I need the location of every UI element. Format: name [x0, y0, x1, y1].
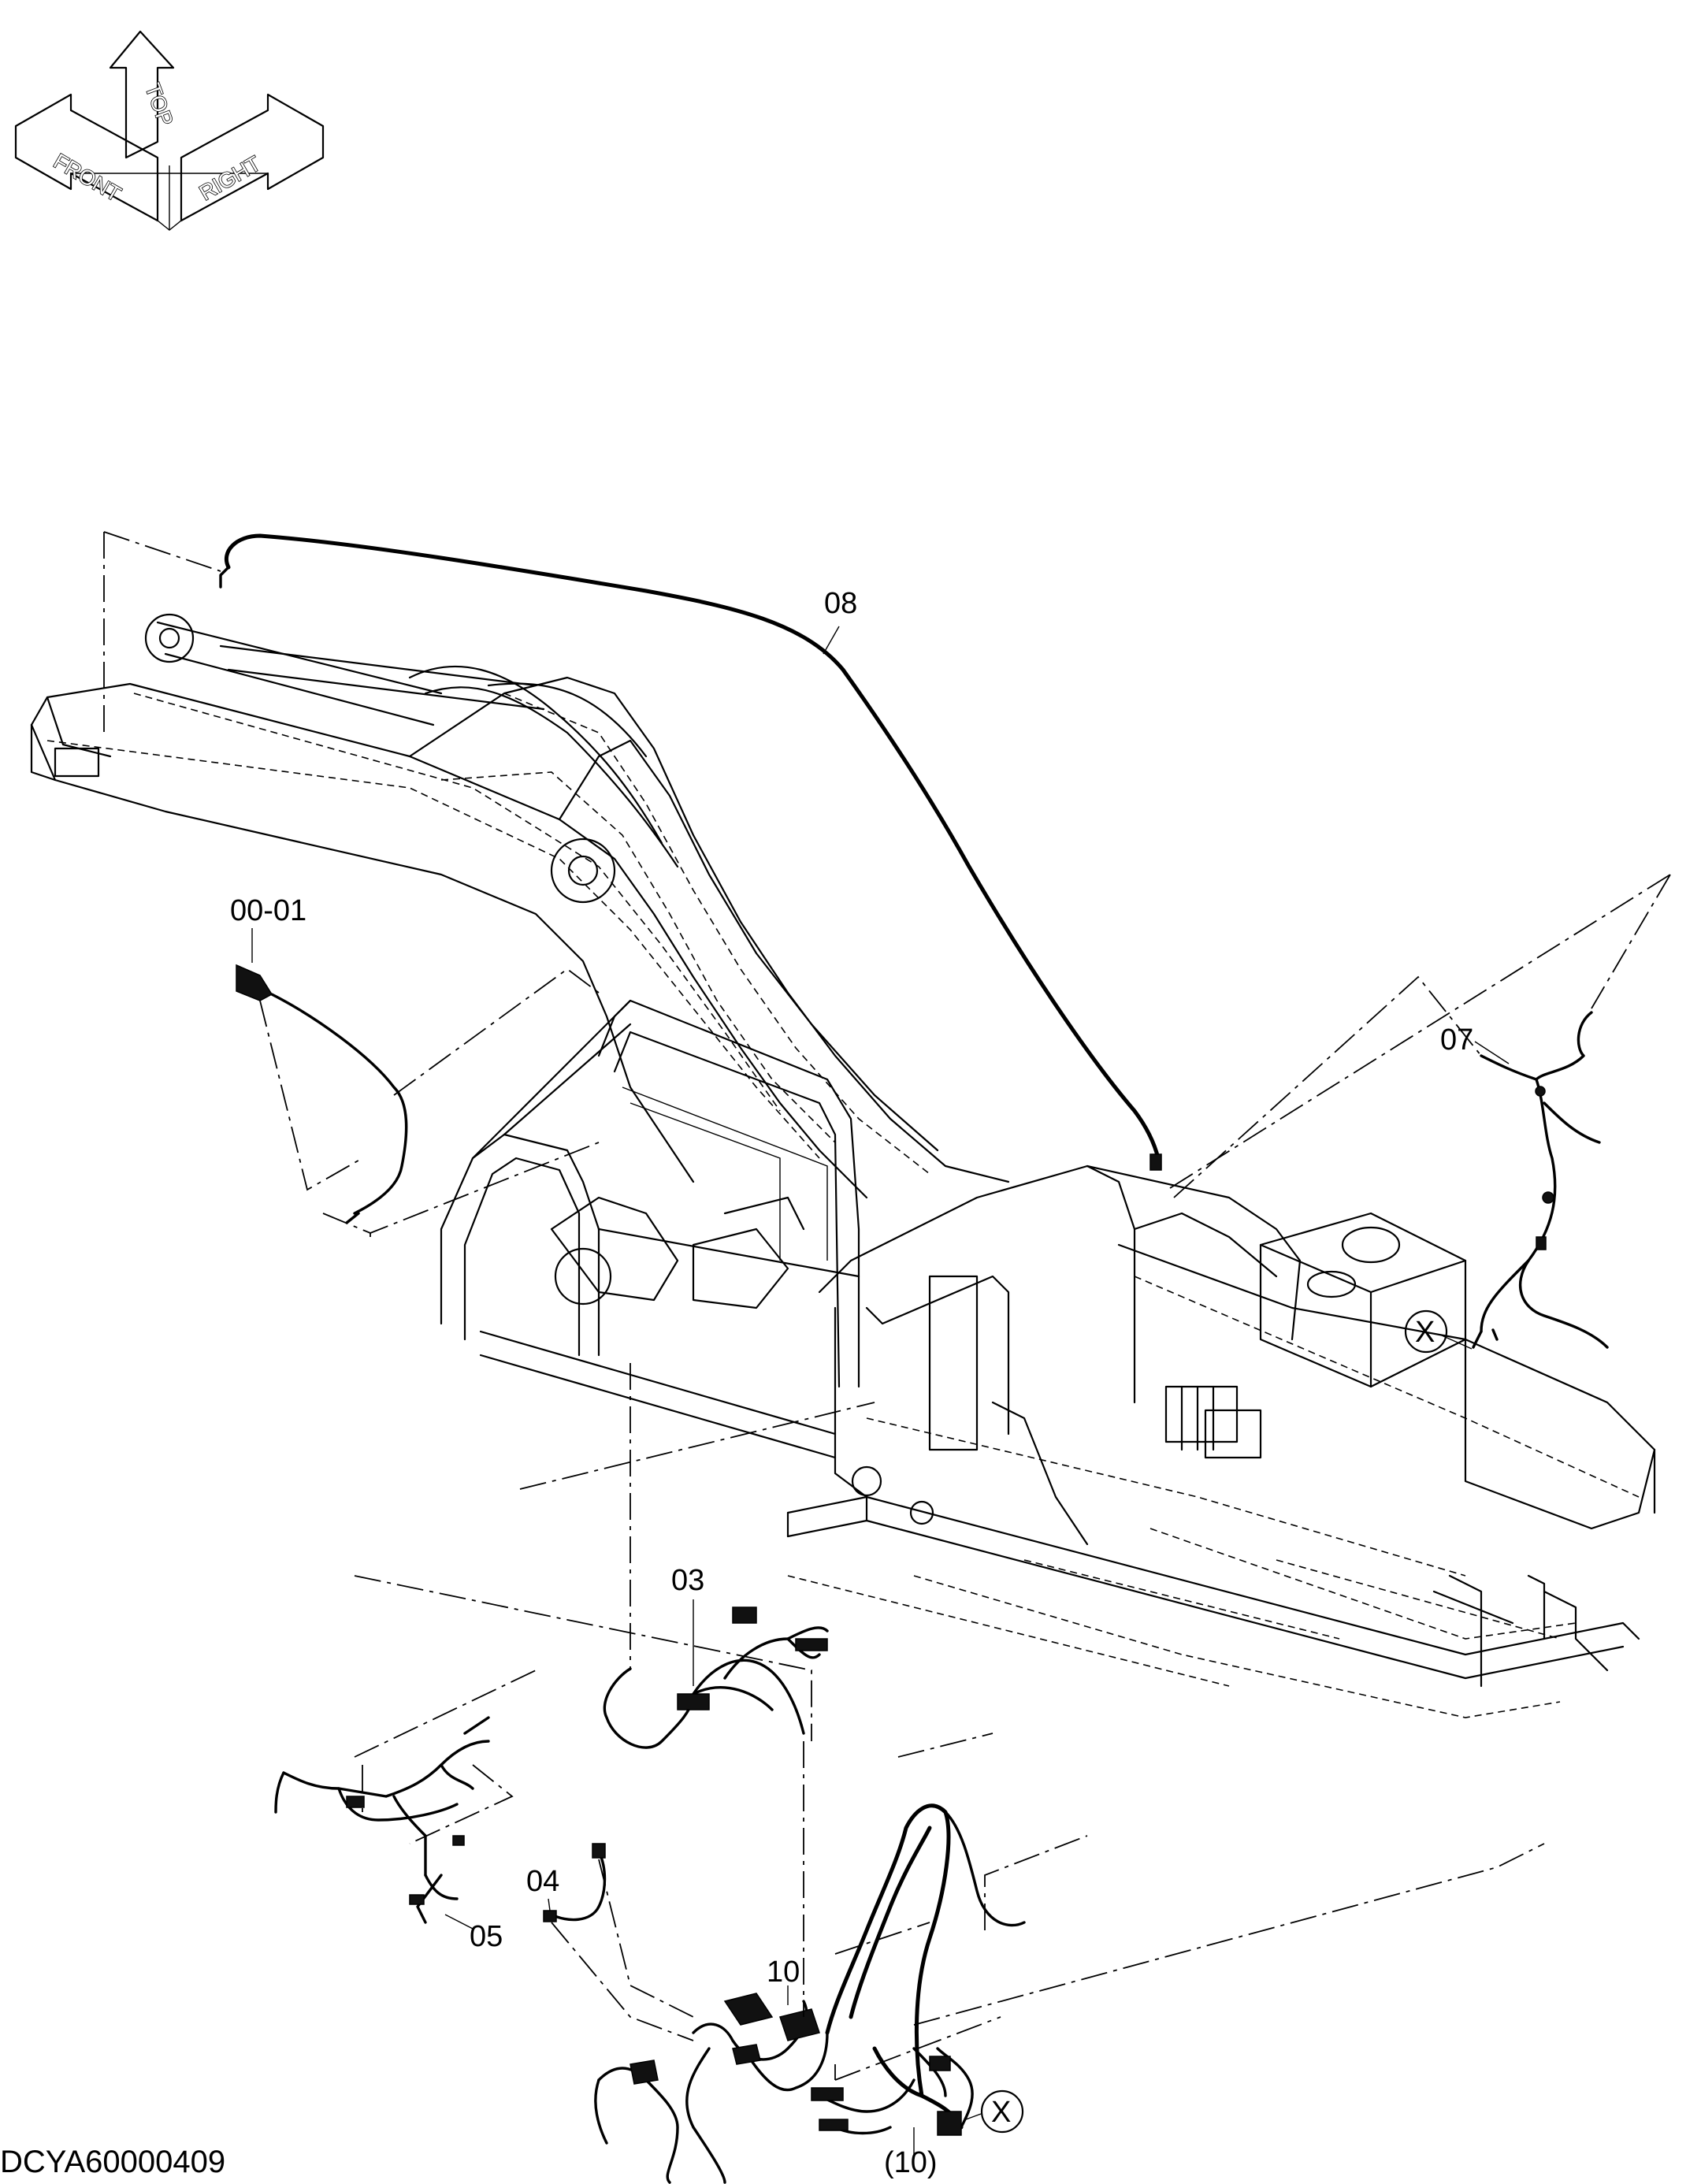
orientation-right-text: RIGHT [195, 151, 265, 205]
connector-x-right-circle [1404, 1309, 1448, 1354]
harness-10-sub: X [811, 1843, 1545, 2159]
orientation-front-text: FRONT [50, 149, 125, 206]
callout-00-01: 00-01 [230, 894, 306, 927]
connector-x-bottom-circle [980, 2089, 1024, 2134]
callout-x-bottom: X [991, 2096, 1011, 2129]
harness-04: 04 [526, 1843, 694, 2041]
document-id: DCYA60000409 [0, 2145, 226, 2179]
harness-03: 03 [354, 1363, 875, 1749]
harness-07: 07 X [1169, 874, 1671, 1354]
wire-08: 08 [103, 531, 1162, 1171]
callout-07: 07 [1440, 1023, 1473, 1057]
harness-05: 05 [274, 1670, 537, 1953]
orientation-top-text: TOP [140, 80, 177, 129]
orientation-indicator: FRONT TOP RIGHT [14, 30, 325, 231]
cab-frame [440, 999, 860, 1459]
callout-03: 03 [671, 1564, 704, 1597]
callout-10: 10 [767, 1956, 800, 1989]
boom-assembly [30, 613, 1010, 1199]
callout-04: 04 [526, 1865, 559, 1898]
upper-frame [786, 1164, 1656, 1718]
harness-10: 10 [594, 1733, 1088, 2184]
harness-00-01: 00-01 [230, 894, 600, 1237]
callout-x-right: X [1415, 1316, 1435, 1349]
callout-10-ref: (10) [884, 2146, 938, 2179]
callout-05: 05 [470, 1920, 503, 1953]
callout-08: 08 [824, 587, 857, 620]
